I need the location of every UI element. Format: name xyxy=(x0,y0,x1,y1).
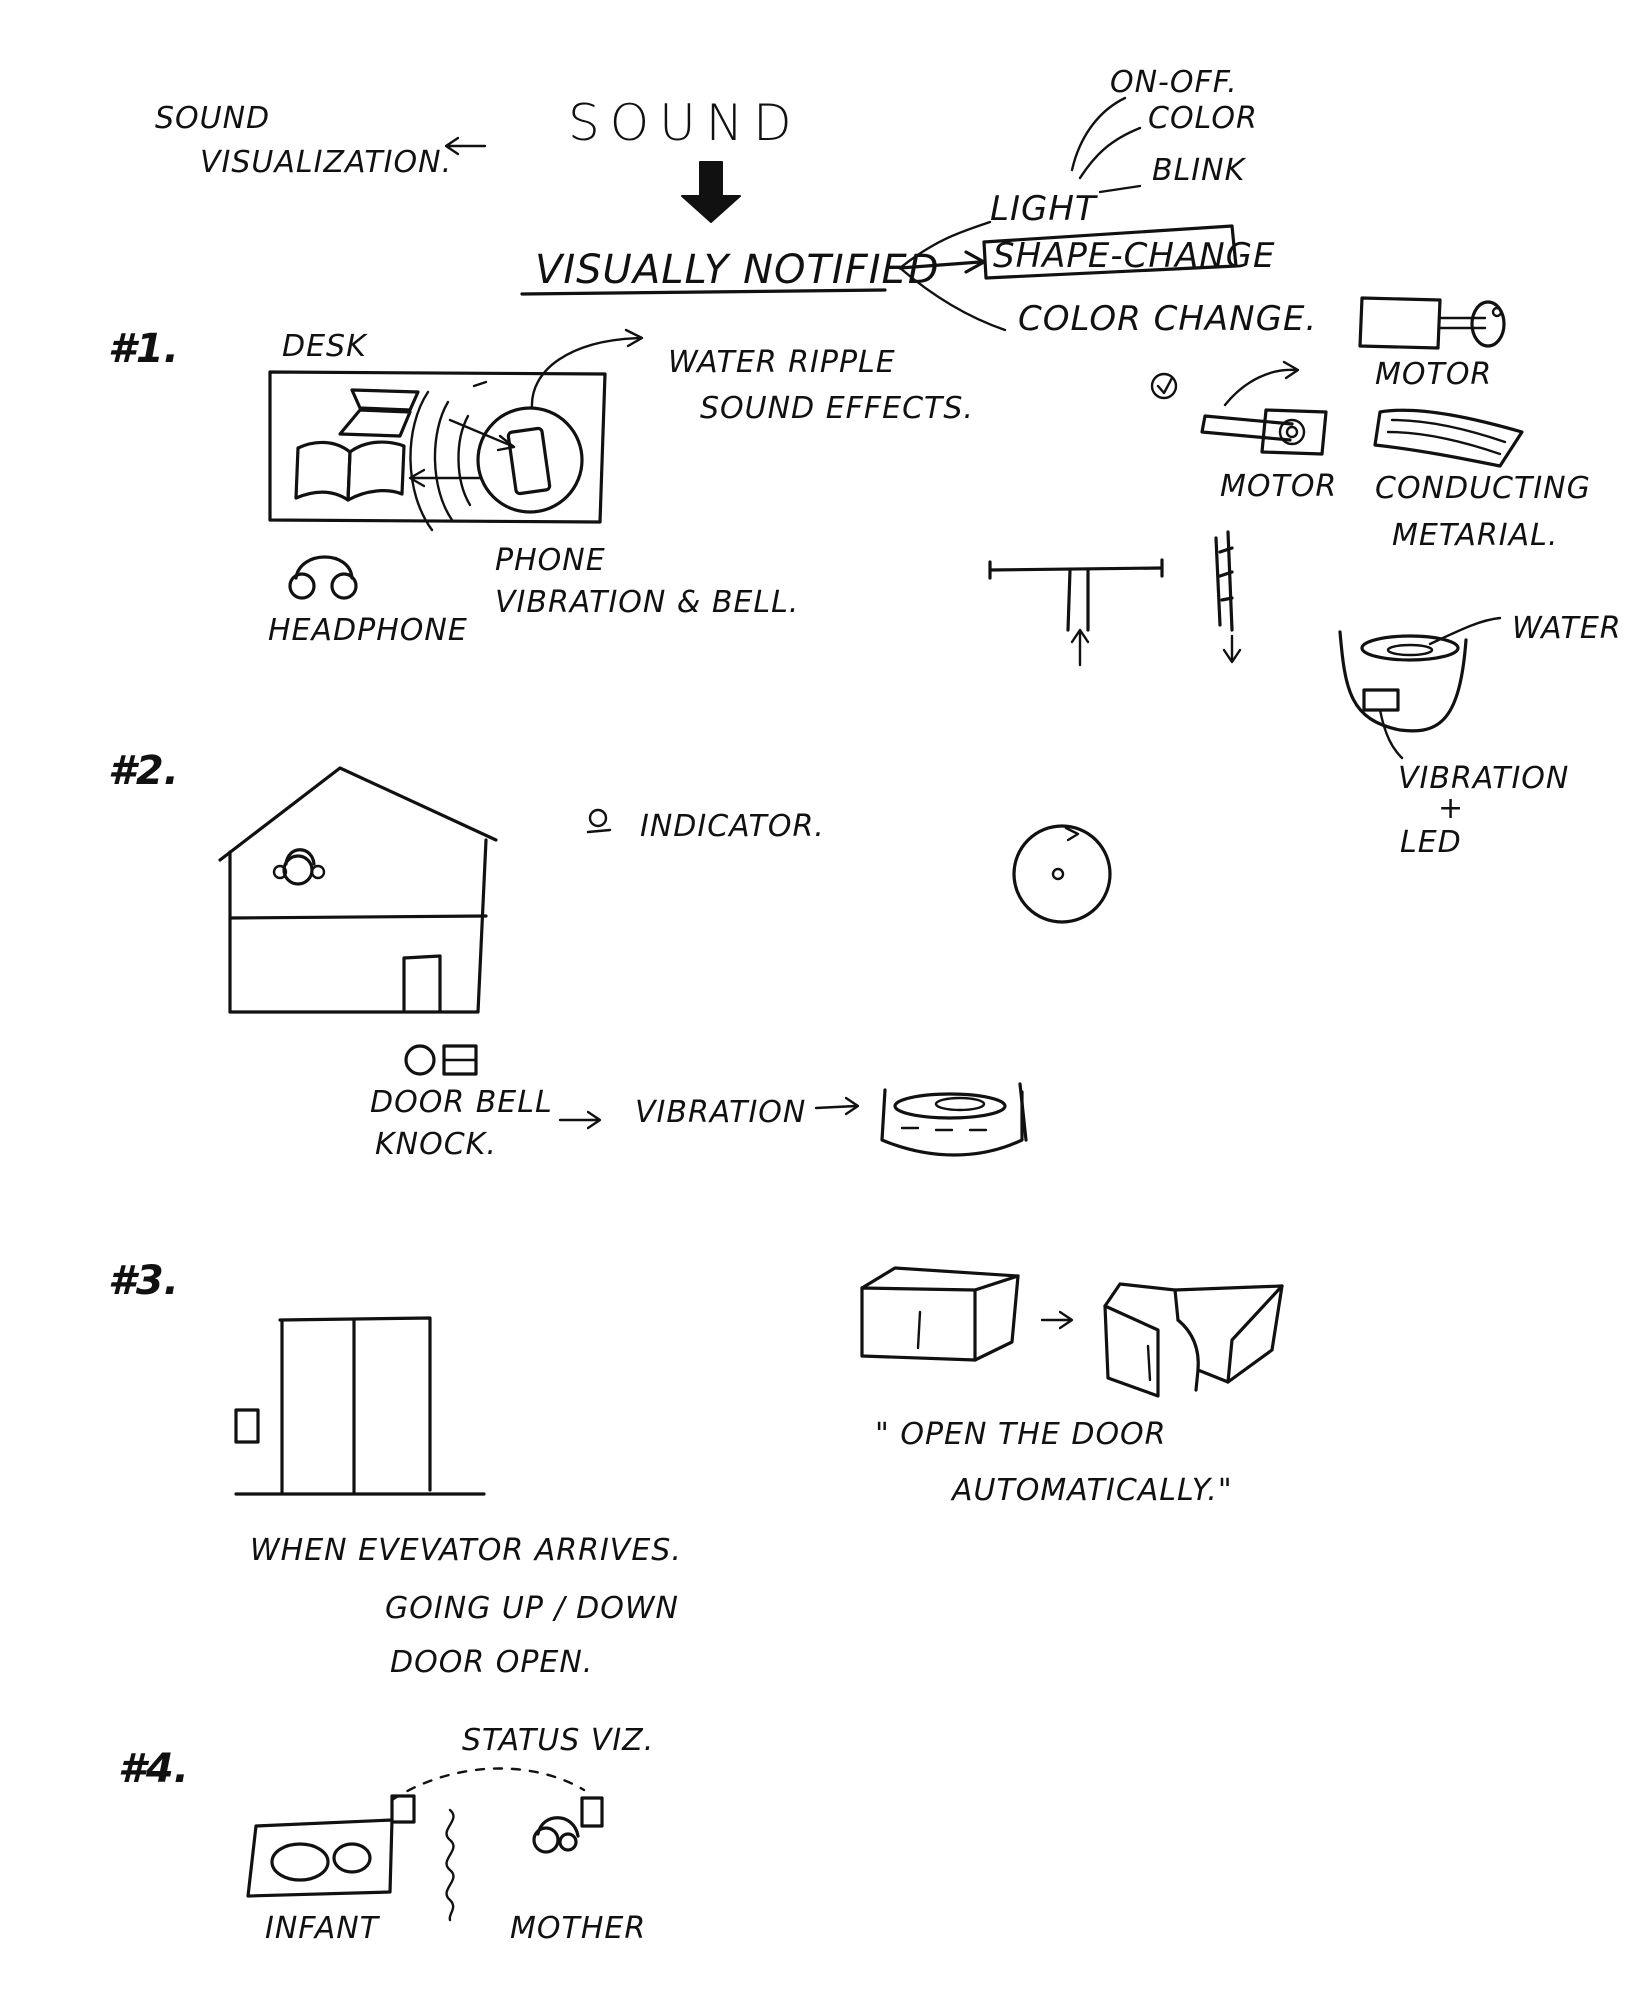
branch-color xyxy=(1078,126,1142,180)
scenario-3-number: #3. xyxy=(108,1258,179,1304)
color-change-label: COLOR CHANGE. xyxy=(1018,299,1317,339)
header-section: SOUND VISUALIZATION. SOUND VISUALLY NOTI… xyxy=(155,65,1317,339)
scenario-1: #1. DESK WATER RIPPLE SOUND EFFEC xyxy=(108,326,974,648)
plus-label: + xyxy=(1438,791,1464,826)
mechanism-sketches: MOTOR MOTOR CONDUCTING METARIAL. xyxy=(988,296,1622,860)
scenario-4: #4. STATUS VIZ. INFANT MOTHER xyxy=(118,1723,654,1946)
water-label: WATER xyxy=(1512,611,1622,646)
laptop-icon xyxy=(338,388,420,438)
indicator-symbol-icon xyxy=(586,808,612,834)
color-label: COLOR xyxy=(1148,101,1258,136)
visually-notified-underline xyxy=(520,288,887,296)
mother-label: MOTHER xyxy=(510,1911,646,1946)
led-label: LED xyxy=(1400,825,1462,860)
vibration-bell-label: VIBRATION & BELL. xyxy=(495,585,799,620)
ripple-arrow-curve xyxy=(530,328,644,410)
branch-color-change xyxy=(898,266,1007,332)
knock-label: KNOCK. xyxy=(375,1127,497,1162)
desk-label: DESK xyxy=(282,329,368,364)
arrow-to-bowl xyxy=(814,1096,860,1116)
scenario-4-number: #4. xyxy=(118,1746,189,1792)
ripple-arrow-left xyxy=(448,418,516,452)
water-bowl-icon xyxy=(1338,630,1468,733)
motor-rotation-arrow xyxy=(1223,360,1300,407)
motor-icon xyxy=(1200,408,1328,456)
scenario-3: #3. WHEN EVEVATOR ARRIVES. GOING UP / DO… xyxy=(108,1258,1284,1680)
ripple-waves xyxy=(409,380,488,532)
arrow-to-vibration xyxy=(558,1110,602,1130)
open-door-line1: " OPEN THE DOOR xyxy=(875,1417,1167,1452)
arrow-box-open xyxy=(1040,1310,1074,1330)
headphone-person-icon xyxy=(272,848,326,886)
on-off-label: ON-OFF. xyxy=(1110,65,1238,100)
mother-icon xyxy=(532,1796,604,1854)
water-pointer xyxy=(1428,616,1502,646)
box-open-icon xyxy=(1103,1282,1284,1398)
phone-label: PHONE xyxy=(495,543,606,578)
vibration-label: VIBRATION xyxy=(635,1095,806,1130)
going-up-down-label: GOING UP / DOWN xyxy=(385,1591,679,1626)
metarial-label: METARIAL. xyxy=(1392,518,1558,553)
sound-visualization-line1: SOUND xyxy=(155,101,270,136)
status-link-dashed xyxy=(390,1767,586,1802)
vibration-pointer xyxy=(1378,708,1404,760)
open-door-line2: AUTOMATICALLY." xyxy=(950,1473,1233,1508)
motor-top-label: MOTOR xyxy=(1375,357,1492,392)
house-icon xyxy=(218,766,498,1014)
branch-blink xyxy=(1098,184,1142,194)
book-icon xyxy=(294,440,406,502)
headphone-icon xyxy=(288,555,358,600)
ripple-arrow-book xyxy=(408,468,482,488)
headphone-label: HEADPHONE xyxy=(268,613,468,648)
phone-icon xyxy=(476,406,584,514)
sound-effects-label: SOUND EFFECTS. xyxy=(700,391,974,426)
motor-top-icon xyxy=(1358,296,1506,350)
shape-change-box xyxy=(982,224,1238,280)
light-label: LIGHT xyxy=(990,189,1098,229)
elevator-icon xyxy=(234,1316,486,1496)
box-closed-icon xyxy=(860,1266,1020,1362)
sound-visualization-line2: VISUALIZATION. xyxy=(200,145,452,180)
scenario-2-number: #2. xyxy=(108,748,179,794)
push-up-sketch xyxy=(988,558,1164,667)
scenario-1-number: #1. xyxy=(108,326,179,372)
down-arrow-icon xyxy=(681,161,741,223)
when-elevator-label: WHEN EVEVATOR ARRIVES. xyxy=(250,1533,682,1568)
scenario-2: #2. INDICATOR. xyxy=(108,748,1112,1162)
doorbell-icon xyxy=(404,1044,478,1076)
indicator-label: INDICATOR. xyxy=(640,809,825,844)
shape-change-label: SHAPE-CHANGE xyxy=(993,236,1276,276)
door-bell-label: DOOR BELL xyxy=(370,1085,553,1120)
branch-light xyxy=(898,220,992,270)
branch-on-off xyxy=(1070,96,1127,172)
crib-icon xyxy=(246,1794,416,1898)
wavy-separator xyxy=(445,1808,455,1922)
rotating-dial-icon xyxy=(1012,824,1112,924)
check-icon xyxy=(1150,372,1178,400)
left-arrow-icon xyxy=(444,136,487,156)
door-open-label: DOOR OPEN. xyxy=(390,1645,593,1680)
water-ripple-label: WATER RIPPLE xyxy=(668,345,896,380)
conducting-label: CONDUCTING xyxy=(1375,471,1591,506)
desk-surface xyxy=(268,370,607,524)
status-viz-label: STATUS VIZ. xyxy=(462,1723,654,1758)
motor-bottom-label: MOTOR xyxy=(1220,469,1337,504)
visually-notified-label: VISUALLY NOTIFIED xyxy=(535,247,940,293)
blink-label: BLINK xyxy=(1152,153,1247,188)
infant-label: INFANT xyxy=(265,1911,381,1946)
push-down-sketch xyxy=(1214,530,1242,664)
conducting-material-icon xyxy=(1373,408,1524,468)
sound-title: SOUND xyxy=(568,94,802,152)
vibration-bowl-icon xyxy=(880,1082,1028,1157)
vibration-led-label: VIBRATION xyxy=(1398,761,1569,796)
